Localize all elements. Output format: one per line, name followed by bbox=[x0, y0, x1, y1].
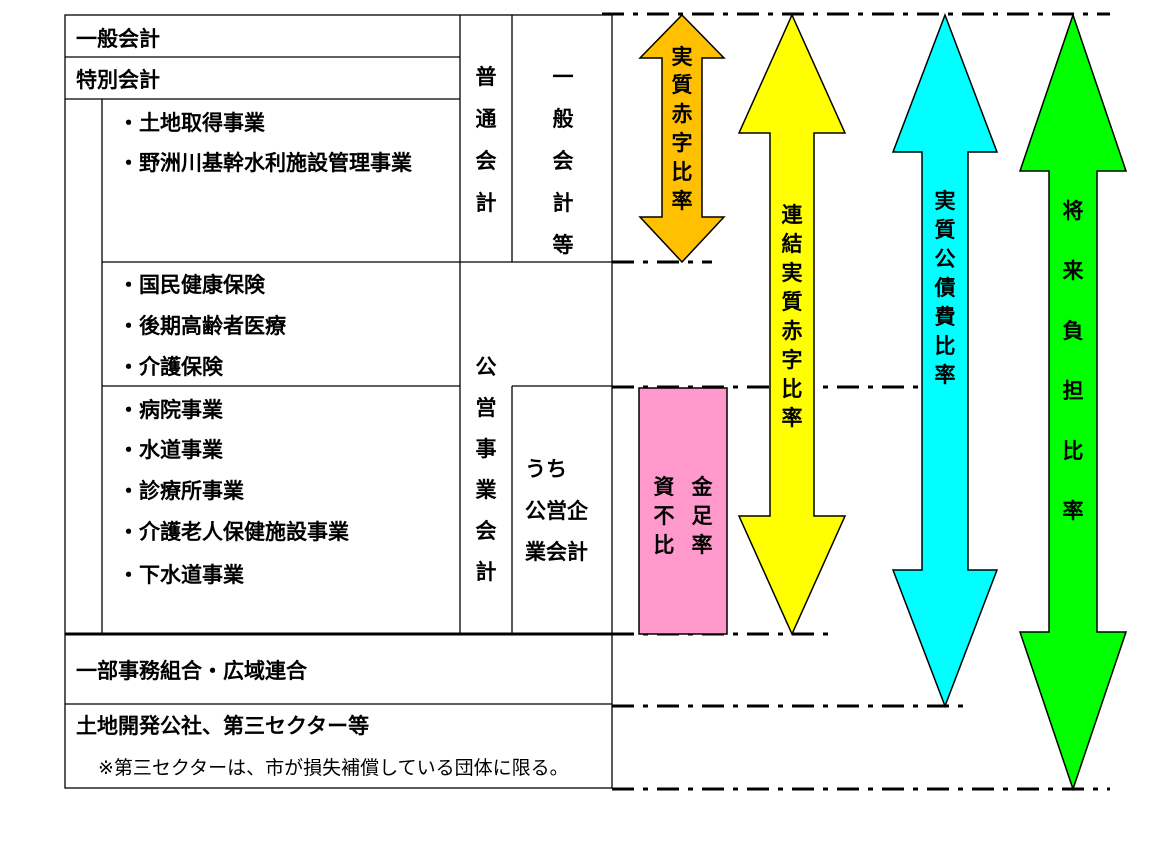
svg-text:会: 会 bbox=[553, 149, 574, 173]
svg-text:営: 営 bbox=[476, 396, 497, 420]
svg-text:負: 負 bbox=[1063, 319, 1084, 343]
nursing-insurance-item: ・介護保険 bbox=[118, 355, 224, 379]
svg-text:赤: 赤 bbox=[782, 319, 803, 343]
pink-box-shape bbox=[638, 387, 728, 635]
general-account-etc-column-label: 一 般 会 計 等 bbox=[553, 65, 574, 257]
svg-text:公: 公 bbox=[476, 355, 497, 379]
svg-text:来: 来 bbox=[1063, 259, 1085, 283]
svg-text:赤: 赤 bbox=[672, 102, 693, 126]
cyan-double-arrow-shape bbox=[891, 12, 999, 709]
sewerage-item: ・下水道事業 bbox=[118, 563, 245, 587]
hospital-item: ・病院事業 bbox=[118, 398, 224, 422]
land-development-corp-label: 土地開発公社、第三セクター等 bbox=[76, 714, 369, 738]
public-enterprise-account-label: うち 公営企 業会計 bbox=[525, 457, 589, 564]
svg-text:通: 通 bbox=[476, 107, 497, 131]
svg-text:公: 公 bbox=[935, 247, 956, 271]
special-account-label: 特別会計 bbox=[76, 68, 160, 92]
third-sector-note: ※第三セクターは、市が損失補償している団体に限る。 bbox=[98, 757, 569, 779]
svg-text:将: 将 bbox=[1063, 199, 1084, 223]
yellow-double-arrow-shape bbox=[737, 13, 847, 636]
svg-text:計: 計 bbox=[553, 191, 574, 215]
svg-text:金: 金 bbox=[691, 475, 714, 499]
svg-text:業会計: 業会計 bbox=[525, 540, 588, 564]
real-deficit-ratio-arrow: 実 質 赤 字 比 率 bbox=[638, 13, 726, 264]
svg-text:実: 実 bbox=[672, 45, 693, 69]
svg-text:質: 質 bbox=[672, 73, 693, 97]
svg-text:比: 比 bbox=[1063, 439, 1084, 463]
svg-text:率: 率 bbox=[672, 189, 693, 213]
water-supply-item: ・水道事業 bbox=[118, 438, 224, 462]
svg-text:公営企: 公営企 bbox=[525, 499, 589, 523]
svg-text:連: 連 bbox=[782, 203, 804, 227]
svg-text:債: 債 bbox=[934, 276, 956, 300]
svg-text:うち: うち bbox=[525, 457, 567, 481]
general-account-label: 一般会計 bbox=[76, 27, 160, 51]
ordinary-account-column-label: 普 通 会 計 bbox=[476, 65, 497, 215]
svg-text:実: 実 bbox=[782, 261, 803, 285]
svg-text:資: 資 bbox=[654, 475, 675, 499]
orange-double-arrow-shape bbox=[638, 13, 726, 264]
svg-text:率: 率 bbox=[692, 533, 713, 557]
svg-text:字: 字 bbox=[672, 131, 693, 155]
svg-text:会: 会 bbox=[476, 149, 497, 173]
svg-text:計: 計 bbox=[476, 191, 497, 215]
svg-text:実: 実 bbox=[935, 189, 956, 213]
svg-text:等: 等 bbox=[553, 233, 574, 257]
fund-shortage-ratio-box: 金 足 率 資 不 比 bbox=[638, 387, 728, 635]
svg-text:率: 率 bbox=[1063, 499, 1084, 523]
svg-text:比: 比 bbox=[654, 533, 675, 557]
svg-text:質: 質 bbox=[782, 290, 803, 314]
clinic-item: ・診療所事業 bbox=[118, 479, 245, 503]
svg-text:結: 結 bbox=[782, 232, 803, 256]
svg-text:事: 事 bbox=[476, 437, 497, 461]
land-acquisition-item: ・土地取得事業 bbox=[118, 111, 266, 135]
future-burden-ratio-arrow: 将 来 負 担 比 率 bbox=[1018, 12, 1128, 792]
svg-text:不: 不 bbox=[654, 504, 675, 528]
yasu-river-irrigation-item: ・野洲川基幹水利施設管理事業 bbox=[118, 151, 413, 175]
table-outer-border bbox=[64, 14, 613, 789]
svg-text:字: 字 bbox=[782, 348, 803, 372]
svg-text:率: 率 bbox=[935, 363, 956, 387]
svg-text:普: 普 bbox=[476, 65, 497, 89]
svg-text:足: 足 bbox=[692, 504, 713, 528]
svg-text:比: 比 bbox=[782, 377, 803, 401]
svg-text:会: 会 bbox=[476, 519, 497, 543]
real-debt-service-ratio-arrow: 実 質 公 債 費 比 率 bbox=[891, 12, 999, 709]
svg-text:比: 比 bbox=[935, 334, 956, 358]
svg-text:比: 比 bbox=[672, 160, 693, 184]
svg-text:費: 費 bbox=[935, 305, 956, 329]
svg-text:担: 担 bbox=[1063, 379, 1084, 403]
svg-text:般: 般 bbox=[553, 107, 574, 131]
elderly-care-facility-item: ・介護老人保健施設事業 bbox=[118, 520, 350, 544]
accounts-table-grid bbox=[64, 14, 613, 789]
svg-text:一: 一 bbox=[553, 65, 574, 89]
svg-text:質: 質 bbox=[935, 218, 956, 242]
green-double-arrow-shape bbox=[1018, 12, 1128, 792]
public-enterprise-column-label: 公 営 事 業 会 計 bbox=[476, 355, 498, 584]
national-health-insurance-item: ・国民健康保険 bbox=[118, 273, 266, 297]
svg-text:率: 率 bbox=[782, 406, 803, 430]
consolidated-real-deficit-ratio-arrow: 連 結 実 質 赤 字 比 率 bbox=[737, 13, 847, 636]
svg-text:業: 業 bbox=[476, 478, 498, 502]
late-elderly-medical-item: ・後期高齢者医療 bbox=[118, 314, 287, 338]
svg-text:計: 計 bbox=[476, 560, 497, 584]
partial-affairs-union-label: 一部事務組合・広域連合 bbox=[76, 659, 308, 683]
